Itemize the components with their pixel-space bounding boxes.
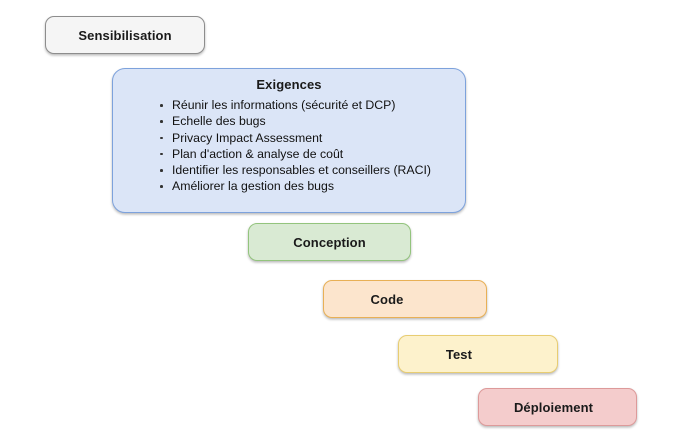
stage-label-exigences: Exigences — [256, 77, 322, 92]
stage-label-code: Code — [370, 291, 404, 307]
list-item: Identifier les responsables et conseille… — [159, 162, 465, 178]
exigences-bullet-list: Réunir les informations (sécurité et DCP… — [113, 97, 465, 195]
stage-box-exigences[interactable]: Exigences Réunir les informations (sécur… — [112, 68, 466, 213]
list-item: Plan d'action & analyse de coût — [159, 146, 465, 162]
stage-label-deploiement: Déploiement — [513, 399, 594, 415]
stage-label-test: Test — [445, 346, 473, 362]
stage-label-sensibilisation: Sensibilisation — [78, 27, 172, 43]
list-item: Réunir les informations (sécurité et DCP… — [159, 97, 465, 113]
stage-box-sensibilisation[interactable]: Sensibilisation — [45, 16, 205, 54]
stage-box-deploiement[interactable]: Déploiement — [478, 388, 637, 426]
stage-box-test[interactable]: Test — [398, 335, 558, 373]
stage-label-conception: Conception — [293, 234, 366, 250]
list-item: Améliorer la gestion des bugs — [159, 178, 465, 194]
list-item: Privacy Impact Assessment — [159, 130, 465, 146]
list-item: Echelle des bugs — [159, 113, 465, 129]
stage-box-code[interactable]: Code — [323, 280, 487, 318]
stage-box-conception[interactable]: Conception — [248, 223, 411, 261]
